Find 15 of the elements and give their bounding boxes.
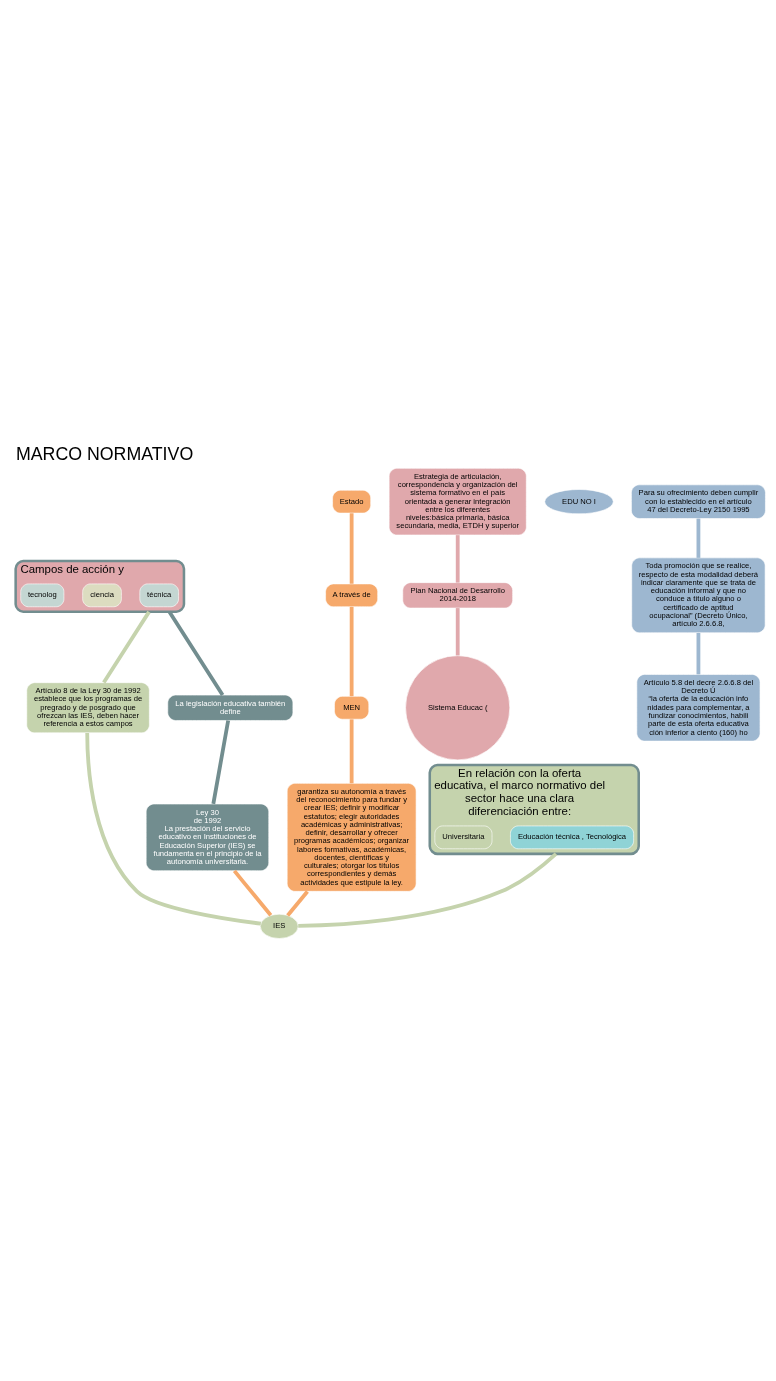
connector — [286, 889, 309, 917]
connector — [696, 518, 701, 558]
connector — [167, 610, 225, 696]
diagram-title: MARCO NORMATIVO — [15, 443, 194, 464]
connector — [85, 732, 262, 925]
connector — [298, 851, 558, 928]
connector — [455, 534, 460, 583]
connector — [102, 610, 151, 684]
connector — [232, 869, 273, 917]
connector — [349, 606, 354, 696]
connector — [349, 718, 354, 783]
connector — [455, 607, 460, 655]
connector — [349, 512, 354, 584]
connector — [211, 719, 231, 804]
connector — [696, 632, 701, 674]
